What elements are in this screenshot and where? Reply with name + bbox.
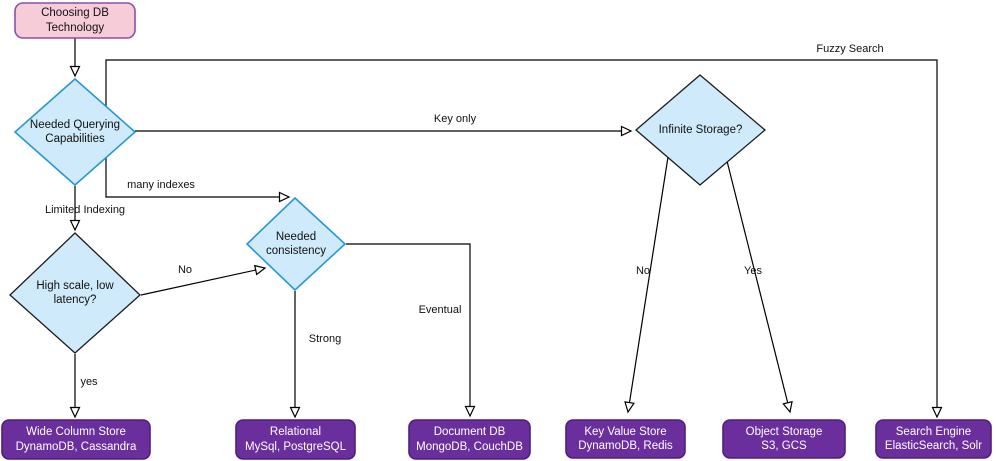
edge-no-to-key-value [624, 156, 669, 414]
object-storage-box [722, 419, 846, 459]
edge-eventual [346, 243, 476, 418]
edge-many-indexes [105, 140, 291, 203]
search-engine-box [875, 419, 992, 459]
edge-fuzzy-search [105, 59, 943, 419]
relational-box [235, 419, 356, 460]
wide-column-box [1, 419, 151, 460]
key-value-box [565, 419, 686, 459]
edge-yes-to-object-storage [726, 160, 793, 414]
querying-diamond [13, 77, 137, 187]
high-scale-diamond [9, 232, 141, 354]
infinite-storage-diamond [635, 74, 767, 186]
start-node-shape [14, 2, 136, 39]
consistency-diamond [245, 196, 347, 292]
document-db-box [408, 419, 531, 460]
edge-no-to-consistency [140, 264, 267, 296]
